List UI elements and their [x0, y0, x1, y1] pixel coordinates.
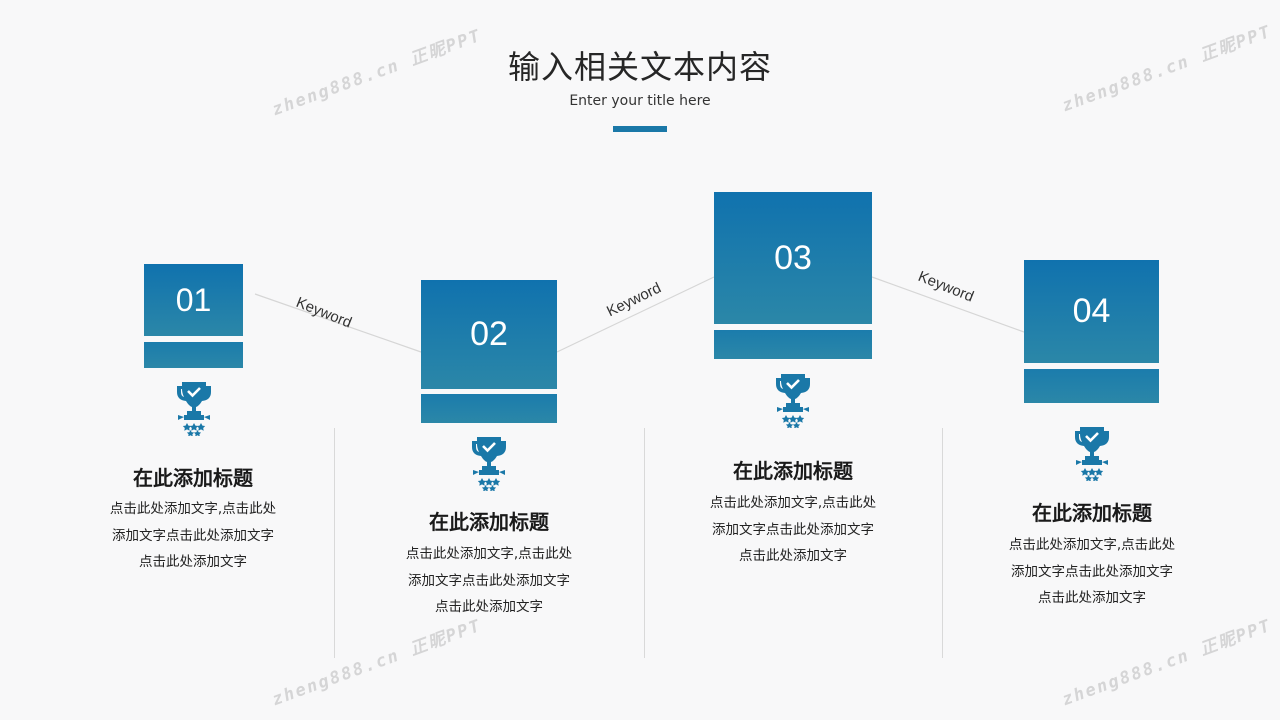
page-title: 输入相关文本内容: [507, 48, 772, 86]
step-heading: 在此添加标题: [1032, 501, 1152, 525]
step-bottom-strip: [421, 394, 557, 423]
step-description: 点击此处添加文字,点击此处 添加文字点击此处添加文字 点击此处添加文字: [982, 532, 1202, 612]
step-description: 点击此处添加文字,点击此处 添加文字点击此处添加文字 点击此处添加文字: [683, 490, 903, 570]
description-line: 添加文字点击此处添加文字: [1011, 563, 1173, 580]
step-bottom-strip: [144, 342, 243, 368]
title-underline: [613, 126, 667, 132]
connector-line-1: [254, 293, 422, 353]
column-divider: [334, 428, 335, 658]
description-line: 点击此处添加文字,点击此处: [405, 546, 573, 562]
column-divider: [942, 428, 943, 658]
description-line: 点击此处添加文字: [1038, 590, 1146, 606]
step-number-box: 03: [714, 192, 872, 324]
description-line: 点击此处添加文字,点击此处: [109, 501, 277, 517]
step-number-box: 04: [1024, 260, 1159, 363]
step-bottom-strip: [1024, 369, 1159, 403]
step-heading: 在此添加标题: [133, 466, 253, 490]
description-line: 添加文字点击此处添加文字: [112, 527, 274, 544]
description-line: 点击此处添加文字: [739, 548, 847, 564]
connector-line-3: [871, 276, 1025, 333]
step-heading: 在此添加标题: [429, 510, 549, 534]
description-line: 点击此处添加文字,点击此处: [709, 495, 877, 511]
description-line: 点击此处添加文字: [435, 599, 543, 615]
description-line: 添加文字点击此处添加文字: [408, 572, 570, 589]
step-number-box: 02: [421, 280, 557, 389]
column-divider: [644, 428, 645, 658]
step-bottom-strip: [714, 330, 872, 359]
description-line: 点击此处添加文字: [139, 554, 247, 570]
trophy-icon: [776, 374, 810, 428]
trophy-icon: [177, 382, 211, 436]
description-line: 添加文字点击此处添加文字: [712, 521, 874, 538]
description-line: 点击此处添加文字,点击此处: [1008, 537, 1176, 553]
page-subtitle: Enter your title here: [569, 93, 711, 109]
step-number-box: 01: [144, 264, 243, 336]
trophy-icon: [472, 437, 506, 491]
step-description: 点击此处添加文字,点击此处 添加文字点击此处添加文字 点击此处添加文字: [379, 541, 599, 621]
trophy-icon: [1075, 427, 1109, 481]
connector-line-2: [556, 276, 715, 353]
step-heading: 在此添加标题: [733, 459, 853, 483]
step-description: 点击此处添加文字,点击此处 添加文字点击此处添加文字 点击此处添加文字: [83, 496, 303, 576]
